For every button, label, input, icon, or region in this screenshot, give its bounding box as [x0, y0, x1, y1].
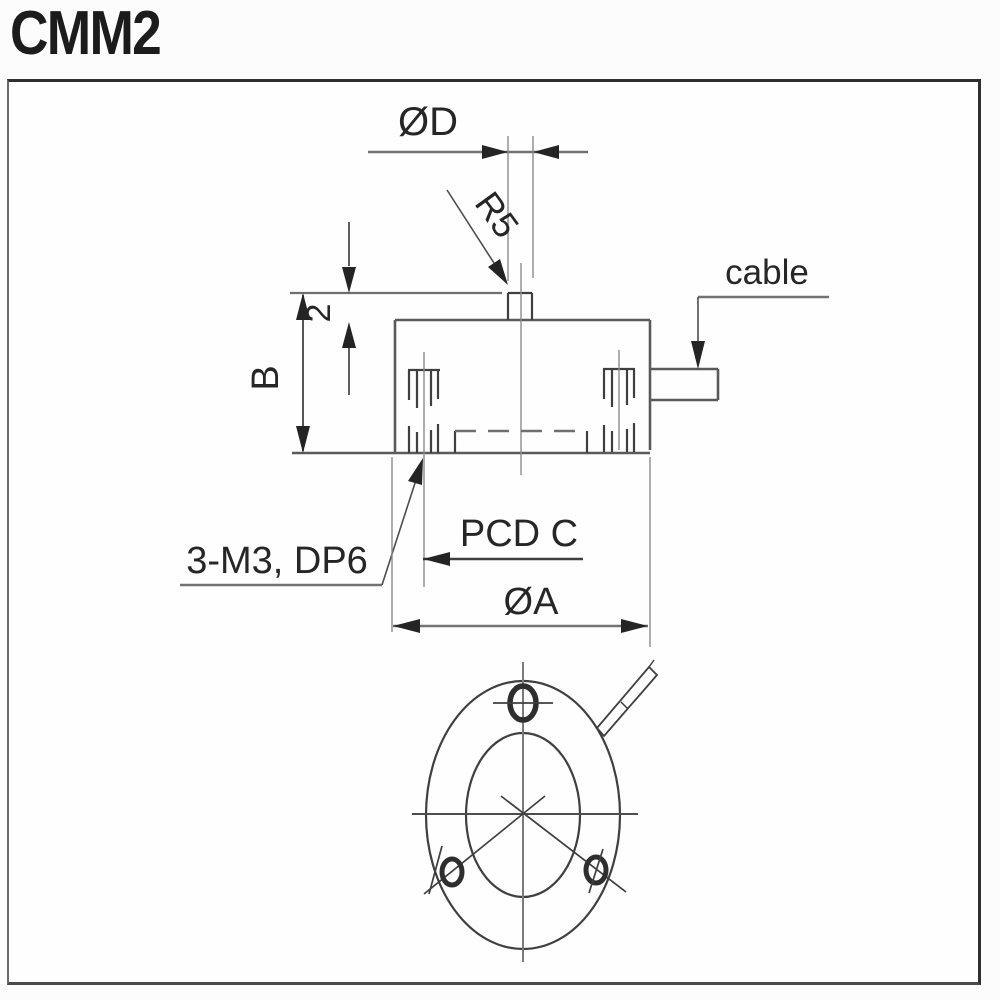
- label-mounting-holes: 3-M3, DP6: [186, 540, 368, 582]
- leader-fillet-radius: R5: [446, 184, 527, 285]
- dim-outer-diameter: ØA: [391, 457, 651, 647]
- top-boss-outline: [506, 291, 534, 320]
- drawing-frame: [7, 79, 981, 985]
- dim-body-height: B: [245, 293, 310, 453]
- bottom-view: [412, 659, 659, 962]
- sensor-body-outline: [292, 318, 652, 455]
- radial-line-right: [500, 795, 627, 893]
- dim-pitch-circle: PCD C: [423, 513, 583, 566]
- label-boss-diameter: ØD: [398, 100, 458, 144]
- tapped-hole-left: [407, 352, 440, 587]
- dim-boss-height: 2: [290, 222, 502, 395]
- cable-stub: [595, 659, 659, 738]
- label-body-height: B: [245, 365, 287, 390]
- bolt-hole-lower-right: [583, 848, 609, 894]
- label-pitch-circle: PCD C: [460, 513, 578, 555]
- leader-cable: cable: [691, 253, 829, 369]
- bottom-recess-hidden-line: [453, 429, 589, 453]
- dim-boss-diameter: ØD: [368, 100, 588, 281]
- bolt-hole-lower-left: [428, 845, 465, 895]
- label-boss-height: 2: [300, 304, 338, 323]
- bolt-hole-top: [493, 683, 553, 723]
- label-cable: cable: [725, 253, 809, 292]
- cable-connector: [650, 367, 720, 402]
- tapped-hole-right: [602, 350, 636, 452]
- leader-mounting-holes: 3-M3, DP6: [180, 458, 423, 587]
- label-outer-diameter: ØA: [504, 581, 560, 623]
- side-view: [292, 263, 720, 587]
- page-title: CMM2: [10, 0, 162, 68]
